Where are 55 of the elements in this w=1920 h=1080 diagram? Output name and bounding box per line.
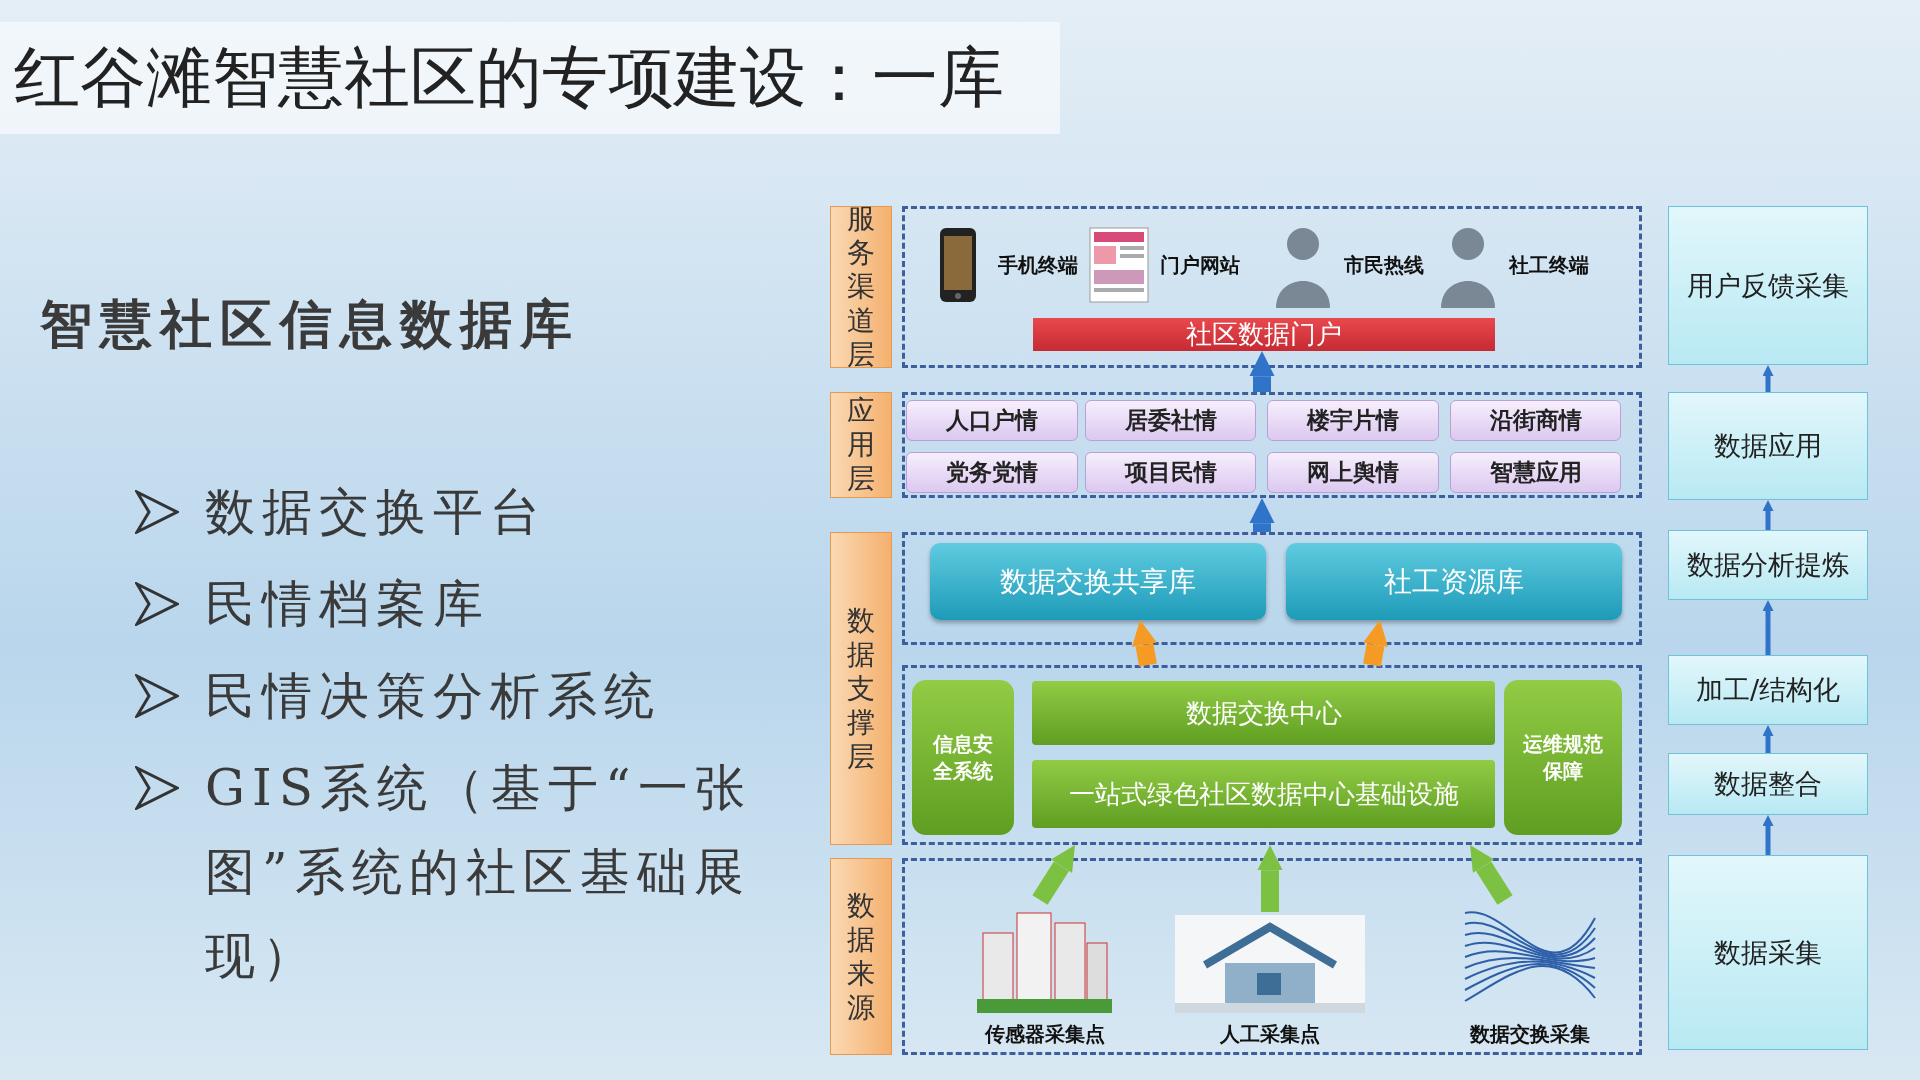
arrow xyxy=(1249,498,1275,532)
arrow xyxy=(1762,725,1774,753)
arrow xyxy=(1363,620,1388,667)
item-label: 门户网站 xyxy=(1160,251,1240,279)
arrow xyxy=(1257,845,1283,912)
item-label: 传感器采集点 xyxy=(984,1020,1105,1048)
bullet-text: 民情决策分析系统 xyxy=(205,666,662,727)
bullet-text: 民情档案库 xyxy=(205,574,491,635)
process-step-box: 用户反馈采集 xyxy=(1668,206,1868,365)
arrow xyxy=(1132,620,1157,667)
process-step-box: 数据分析提炼 xyxy=(1668,530,1868,600)
layer-band: 数据支撑层 xyxy=(830,532,892,845)
item-label: 数据交换采集 xyxy=(1470,1020,1590,1048)
item-label: 市民热线 xyxy=(1344,251,1424,279)
layer-band: 服务渠道层 xyxy=(830,206,892,368)
application-tag: 智慧应用 xyxy=(1450,452,1621,493)
system-bar: 数据交换中心 xyxy=(1032,681,1495,745)
item-label: 手机终端 xyxy=(998,251,1078,279)
layer-region xyxy=(902,858,1642,1055)
bullet-text: 数据交换平台 xyxy=(205,482,548,543)
section-heading: 智慧社区信息数据库 xyxy=(40,292,581,356)
bullet-text: GIS系统（基于“一张图”系统的社区基础展现） xyxy=(205,758,753,987)
process-step-box: 数据应用 xyxy=(1668,392,1868,500)
arrow xyxy=(1032,845,1075,905)
arrow xyxy=(1249,351,1275,392)
layer-region xyxy=(902,206,1642,368)
process-step-box: 数据整合 xyxy=(1668,753,1868,815)
process-step-box: 数据采集 xyxy=(1668,855,1868,1050)
arrow xyxy=(1762,815,1774,855)
application-tag: 网上舆情 xyxy=(1267,452,1439,493)
layer-region xyxy=(902,665,1642,845)
layer-region xyxy=(902,532,1642,645)
system-panel: 运维规范保障 xyxy=(1504,680,1622,835)
slide-title: 红谷滩智慧社区的专项建设：一库 xyxy=(0,22,1060,134)
application-tag: 楼宇片情 xyxy=(1267,400,1439,441)
layer-band: 应用层 xyxy=(830,392,892,498)
item-label: 人工采集点 xyxy=(1220,1020,1320,1048)
application-tag: 人口户情 xyxy=(906,400,1078,441)
application-tag: 项目民情 xyxy=(1085,452,1256,493)
application-tag: 党务党情 xyxy=(906,452,1078,493)
system-bar: 一站式绿色社区数据中心基础设施 xyxy=(1032,760,1495,828)
application-tag: 居委社情 xyxy=(1085,400,1256,441)
system-panel: 信息安全系统 xyxy=(912,680,1014,835)
database-panel: 社工资源库 xyxy=(1286,543,1622,620)
item-label: 社工终端 xyxy=(1509,251,1589,279)
arrow xyxy=(1762,600,1774,655)
arrow xyxy=(1762,500,1774,530)
arrow xyxy=(1762,365,1774,392)
portal-bar: 社区数据门户 xyxy=(1033,318,1495,351)
process-step-box: 加工/结构化 xyxy=(1668,655,1868,725)
database-panel: 数据交换共享库 xyxy=(930,543,1266,620)
arrow xyxy=(1470,845,1513,905)
application-tag: 沿街商情 xyxy=(1450,400,1621,441)
layer-band: 数据来源 xyxy=(830,858,892,1055)
layer-region xyxy=(902,392,1642,498)
